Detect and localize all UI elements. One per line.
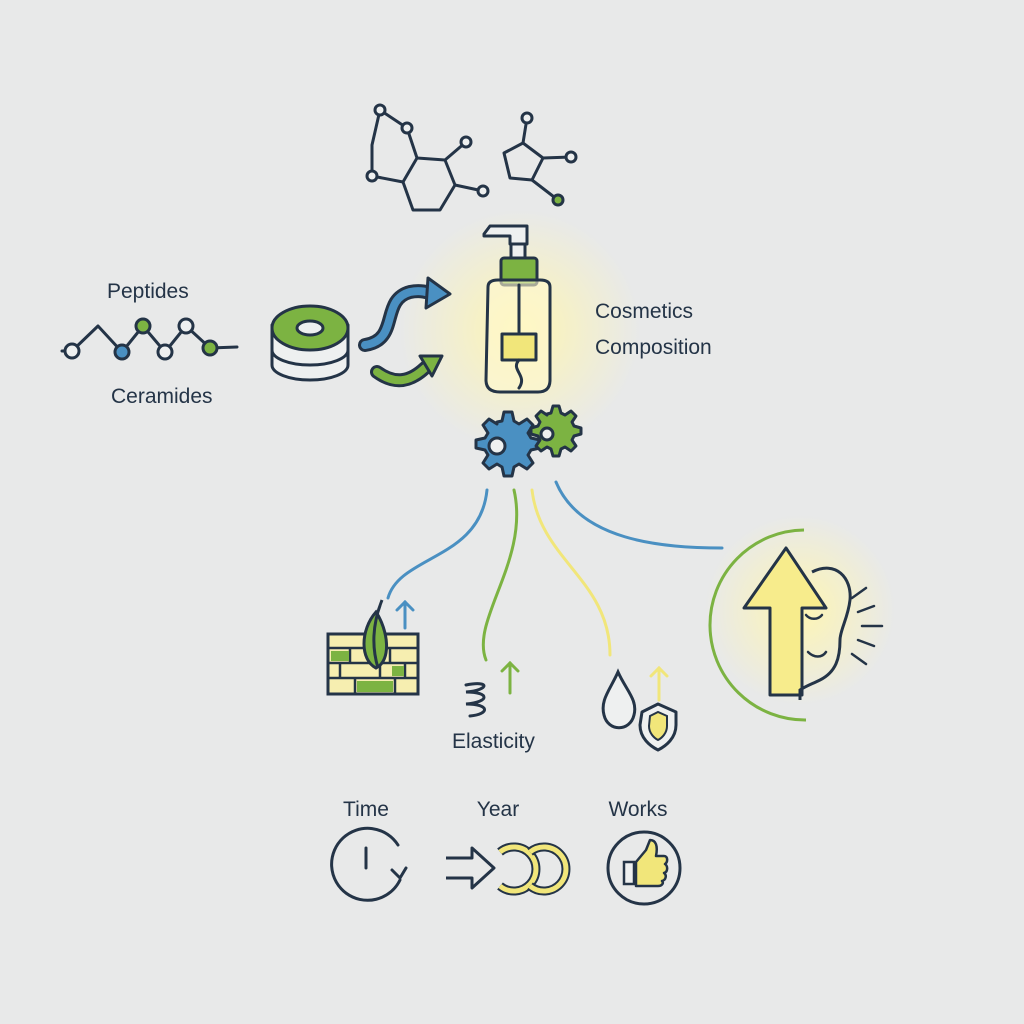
label-composition: Composition <box>595 336 712 359</box>
spring-icon <box>464 660 520 718</box>
droplet-shield-icon <box>601 665 678 752</box>
ceramide-stack-icon <box>270 304 350 382</box>
year-cycle-icon <box>446 842 571 896</box>
gears-icon <box>474 404 583 478</box>
flow-lines <box>386 480 724 662</box>
clock-icon <box>330 826 408 902</box>
pump-bottle-icon <box>482 224 552 394</box>
label-year: Year <box>476 798 520 821</box>
skin-layer-icon <box>326 599 420 696</box>
label-peptides: Peptides <box>107 280 189 303</box>
swap-arrows-icon <box>358 276 452 388</box>
thumbs-up-icon <box>606 830 682 906</box>
molecule-icon <box>365 103 578 212</box>
face-glow-icon <box>708 528 884 722</box>
peptide-chain-icon <box>60 317 239 361</box>
label-ceramides: Ceramides <box>111 385 213 408</box>
label-works: Works <box>608 798 668 821</box>
label-time: Time <box>343 798 389 821</box>
label-elasticity: Elasticity <box>452 730 535 753</box>
label-cosmetics: Cosmetics <box>595 300 694 323</box>
